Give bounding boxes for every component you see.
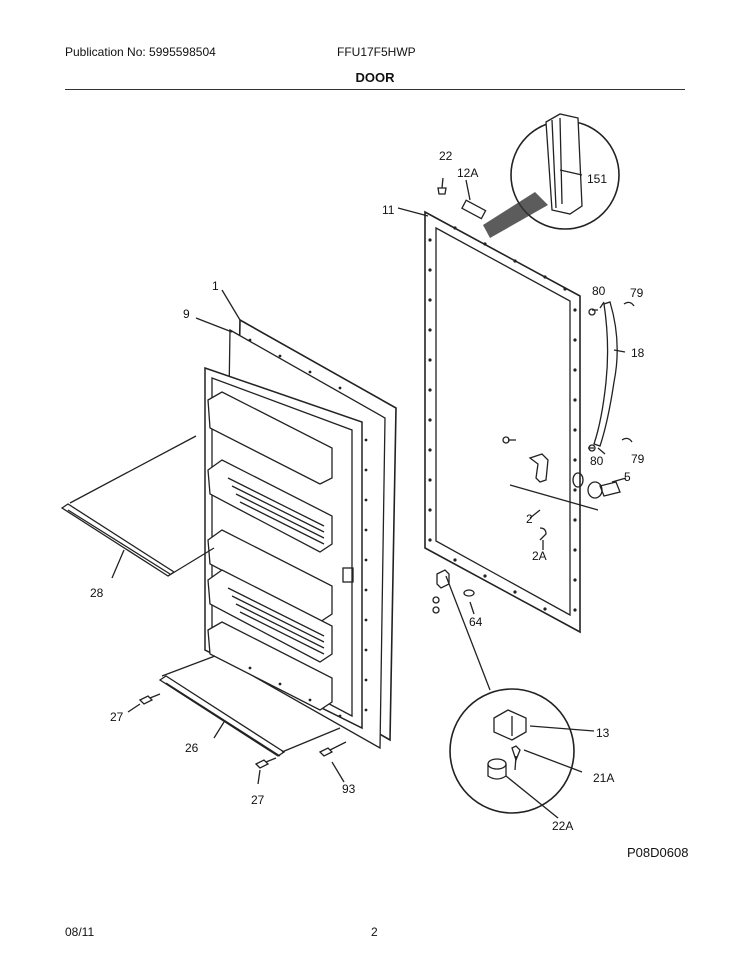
header-rule	[65, 89, 685, 90]
door-handle	[588, 301, 635, 455]
footer-page-number: 2	[371, 925, 378, 939]
callout-21A: 21A	[593, 771, 614, 785]
callout-64: 64	[469, 615, 483, 629]
lock-cylinder	[572, 472, 627, 499]
callout-93: 93	[342, 782, 356, 796]
callout-2A: 2A	[532, 549, 547, 563]
callout-26: 26	[185, 741, 199, 755]
callout-13: 13	[596, 726, 610, 740]
callout-labels: 22 12A 151 11 1 9 80 79 18 80 79 5 2 2A …	[90, 149, 645, 833]
callout-22A: 22A	[552, 819, 573, 833]
callout-18: 18	[631, 346, 645, 360]
callout-28: 28	[90, 586, 104, 600]
callout-12A: 12A	[457, 166, 478, 180]
callout-2: 2	[526, 512, 533, 526]
callout-151: 151	[587, 172, 607, 186]
callout-79-bottom: 79	[631, 452, 645, 466]
inner-door-liner	[204, 318, 397, 750]
publication-number: Publication No: 5995598504	[65, 45, 216, 59]
outer-door-panel	[424, 210, 581, 634]
page-title: DOOR	[355, 70, 395, 85]
diagram-code: P08D0608	[627, 845, 689, 860]
callout-1: 1	[212, 279, 219, 293]
hinge-detail	[445, 575, 595, 819]
callout-80-bottom: 80	[590, 454, 604, 468]
model-number: FFU17F5HWP	[337, 45, 416, 59]
callout-9: 9	[183, 307, 190, 321]
shelf-rail-28	[60, 435, 215, 579]
callout-80-top: 80	[592, 284, 606, 298]
footer-date: 08/11	[65, 925, 95, 939]
callout-27-left: 27	[110, 710, 124, 724]
door-screw-holes	[428, 226, 577, 612]
callout-79-top: 79	[630, 286, 644, 300]
callout-11: 11	[382, 203, 395, 217]
callout-5: 5	[624, 470, 631, 484]
callout-27-bottom: 27	[251, 793, 265, 807]
handle-cap-detail	[483, 113, 620, 238]
callout-22: 22	[439, 149, 453, 163]
shelf-rail-26	[127, 655, 347, 785]
